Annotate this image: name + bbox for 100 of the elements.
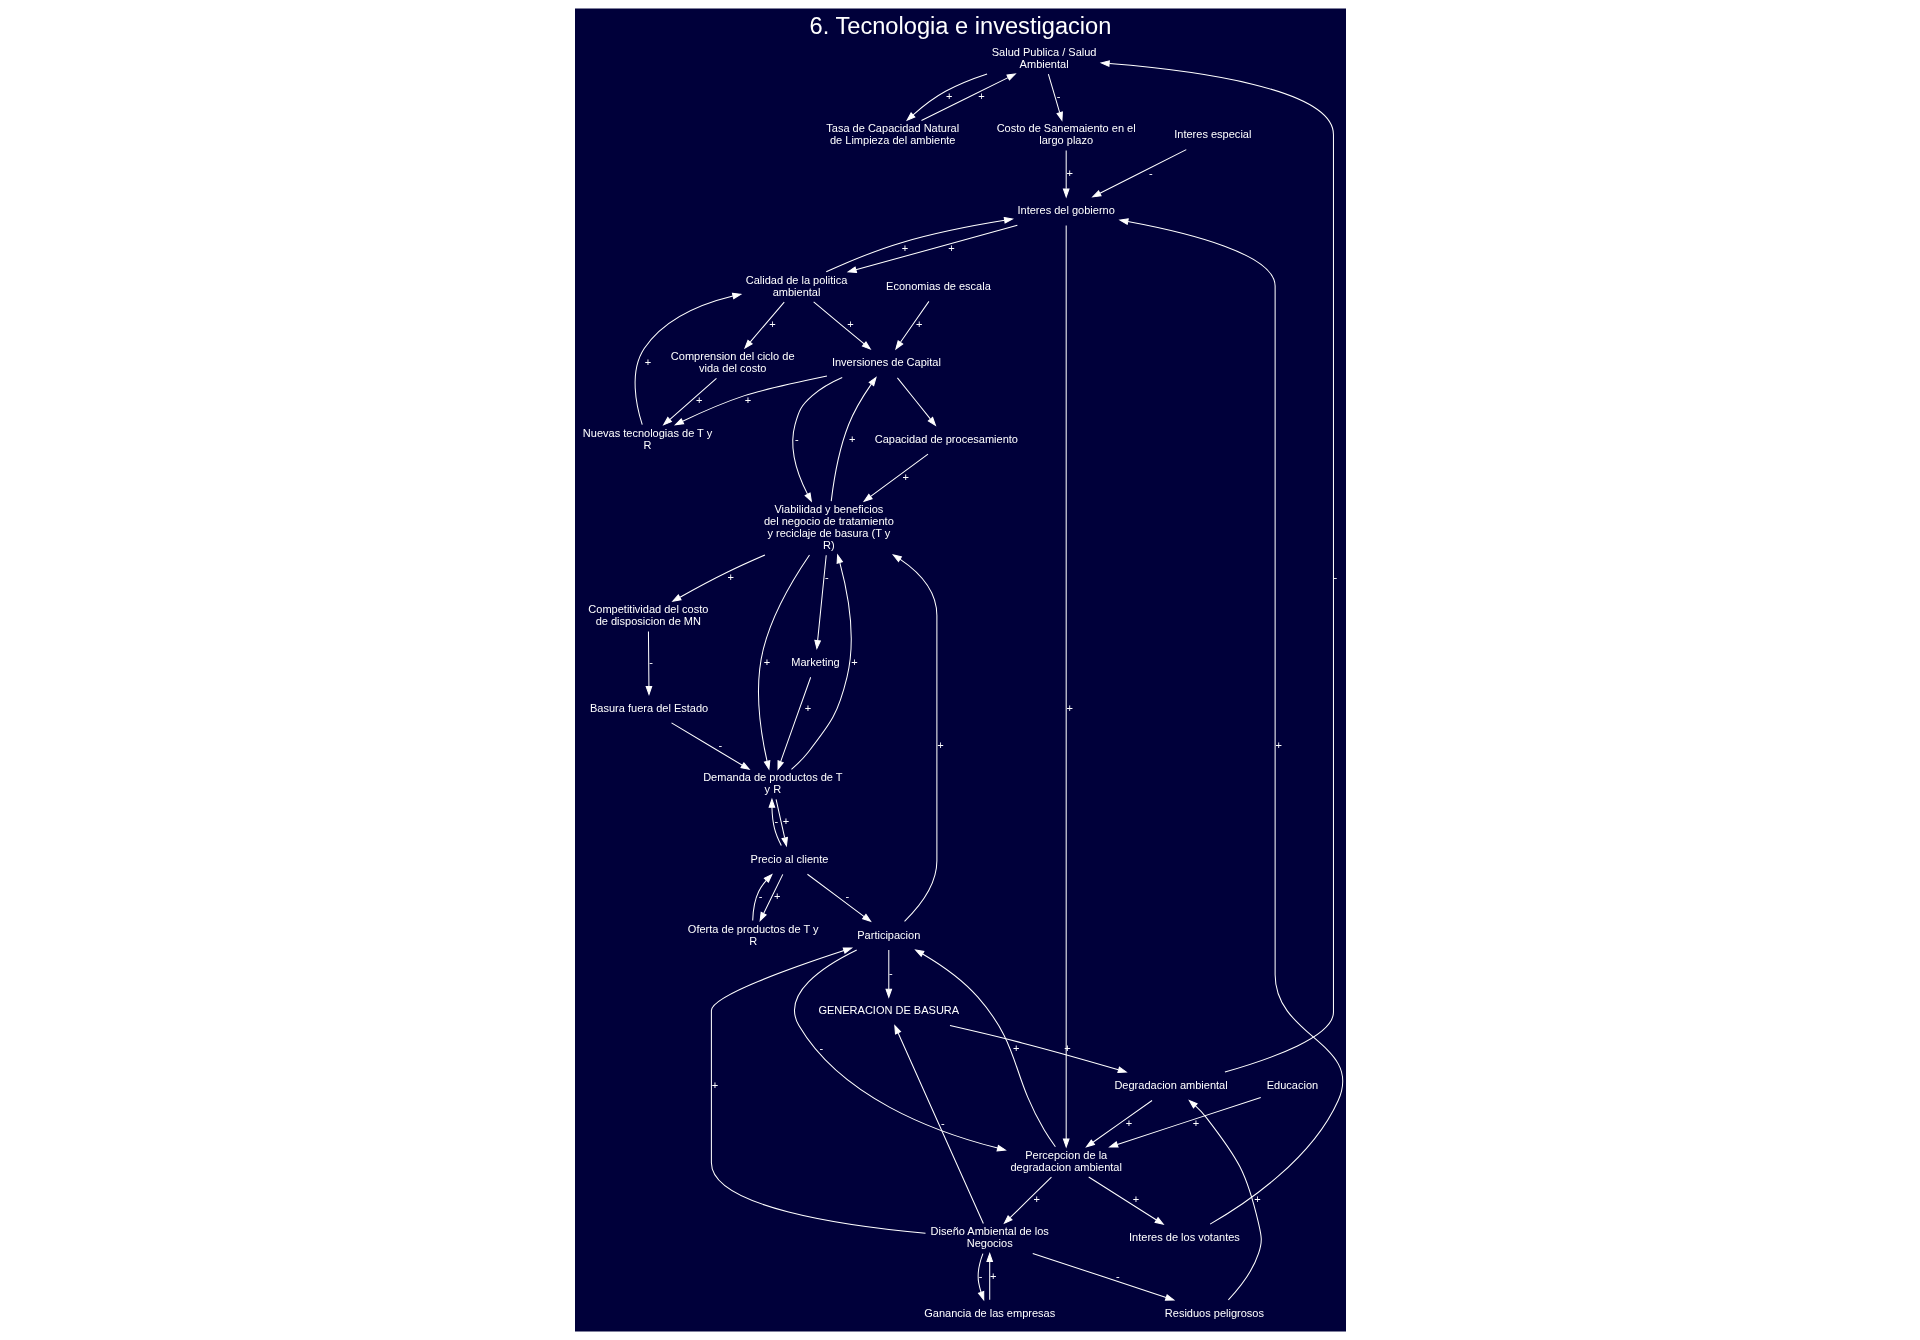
edge-label: + [726, 571, 734, 584]
arrow [757, 554, 810, 771]
arrow [710, 947, 926, 1234]
arrow [751, 873, 773, 922]
edge-label: + [902, 470, 909, 483]
node-text: Marketing [790, 655, 840, 668]
node-text: Interes de los votantes [1128, 1231, 1240, 1244]
node-text: Ganancia de las empresas [923, 1307, 1055, 1320]
arrow [1084, 1100, 1153, 1148]
edge-label: + [1012, 1041, 1019, 1054]
edge-label: - [794, 432, 799, 445]
node-text: Capacidad de procesamiento [874, 432, 1018, 445]
arrow [891, 554, 937, 922]
node-text: GENERACION DE BASURA [817, 1004, 959, 1017]
node-text: Percepcion de la degradacion ambiental [1009, 1148, 1122, 1173]
edge-label: + [644, 356, 651, 369]
arrow [1002, 1176, 1052, 1225]
edge-label: - [978, 1269, 982, 1282]
node-text: Comprension del ciclo de vida del costo [670, 350, 795, 375]
node-text: Precio al cliente [750, 852, 828, 865]
edge-label: - [819, 1041, 823, 1054]
edge-label: - [758, 890, 763, 903]
arrow [905, 73, 988, 122]
arrow [791, 377, 843, 503]
edge-label: + [1132, 1193, 1139, 1206]
arrow [790, 553, 852, 770]
edge-label: - [824, 571, 829, 584]
node-text: Diseño Ambiental de los Negocios [930, 1225, 1049, 1250]
edge-label: + [782, 815, 789, 828]
arrow [985, 1252, 993, 1301]
arrow [1047, 73, 1063, 122]
node-text: Inversiones de Capital [831, 356, 941, 369]
arrow [1117, 218, 1343, 1225]
edge-label: + [977, 90, 985, 103]
node-text: Residuos peligrosos [1164, 1307, 1264, 1320]
arrow [846, 224, 1018, 273]
edge-label: - [1148, 166, 1153, 179]
node-text: Basura fuera del Estado [589, 701, 708, 714]
edge-label: + [1125, 1116, 1132, 1129]
arrow [1031, 1252, 1175, 1301]
node-text: Viabilidad y beneficios del negocio de tratamiento y reciclaje de basura (T y R) [763, 503, 894, 551]
arrow [1107, 1096, 1261, 1148]
edge-label: - [774, 815, 778, 828]
edge-label: + [945, 90, 952, 103]
arrow [1087, 1176, 1164, 1226]
edge-label: + [947, 241, 955, 254]
arrow [806, 873, 872, 923]
edge-label: + [744, 394, 751, 407]
node-text: Calidad de la politica ambiental [745, 273, 847, 298]
arrow [662, 377, 717, 426]
node-text: Salud Publica / Salud Ambiental [991, 45, 1096, 70]
arrow [913, 949, 1056, 1148]
arrow [777, 676, 811, 771]
edge-label: + [763, 655, 770, 668]
arrow [634, 292, 742, 426]
edge-label: + [846, 317, 854, 330]
arrow [812, 301, 871, 351]
arrow [920, 73, 1017, 121]
edge-label: + [901, 241, 908, 254]
node-text: Degradacion ambiental [1113, 1079, 1228, 1092]
edge-label: + [804, 701, 811, 714]
arrow [644, 631, 652, 696]
arrow [775, 798, 788, 848]
node-text: Competitividad del costo de disposicion de MN [587, 603, 708, 628]
node-text: Interes del gobierno [1017, 204, 1115, 217]
arrow [893, 1024, 984, 1224]
edge-label: - [940, 1116, 945, 1129]
arrow [759, 873, 783, 923]
edge-label: - [1056, 90, 1061, 103]
arrow [793, 949, 1007, 1152]
node-text: Interes especial [1173, 128, 1251, 141]
node-text: Oferta de productos de T y R [687, 922, 818, 947]
arrow [1099, 60, 1334, 1073]
edge-label: + [1066, 701, 1073, 714]
arrow [1090, 149, 1187, 198]
node-text: Demanda de productos de T y R [702, 771, 843, 796]
arrow [743, 301, 785, 350]
edge-label: + [848, 432, 855, 445]
arrow [1062, 150, 1070, 199]
edge-label: + [850, 655, 858, 668]
arrow [830, 376, 877, 502]
node-text: Costo de Sanemaiento en el largo plazo [996, 122, 1136, 147]
arrow [884, 949, 892, 999]
edge-label: + [915, 317, 922, 330]
edge-label: + [711, 1079, 718, 1092]
arrow [894, 300, 929, 351]
edge-label: + [1192, 1116, 1199, 1129]
node-text: Economias de escala [885, 279, 991, 292]
edge-label: + [695, 394, 702, 407]
node-text: Tasa de Capacidad Natural de Limpieza del ambiente [825, 122, 959, 147]
arrow [673, 375, 827, 426]
node-text: Educacion [1266, 1079, 1318, 1092]
edge-label: + [768, 317, 776, 330]
arrow [813, 554, 827, 650]
arrow [862, 453, 928, 503]
arrow [948, 1025, 1128, 1073]
edge-label: + [1274, 739, 1282, 751]
arrow [670, 722, 750, 771]
arrow [671, 554, 765, 603]
arrow [1187, 1099, 1262, 1301]
